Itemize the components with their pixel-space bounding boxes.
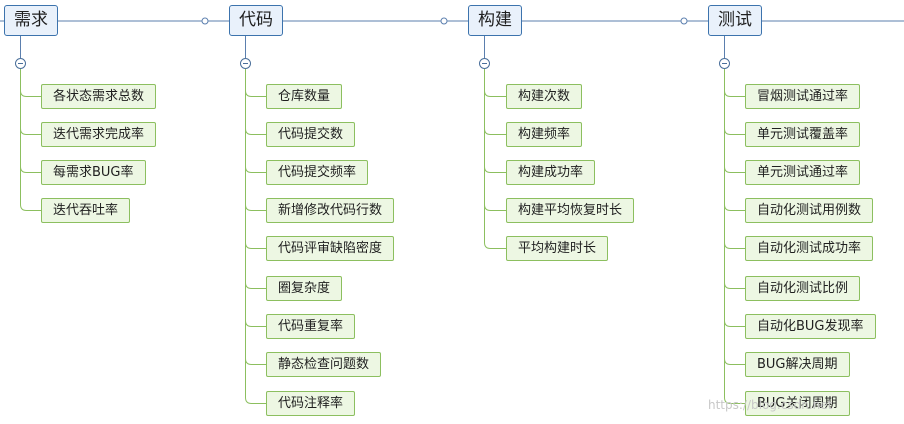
metric-item[interactable]: 平均构建时长 — [506, 236, 609, 261]
metric-item[interactable]: 新增修改代码行数 — [266, 198, 395, 223]
metric-item[interactable]: 代码提交数 — [266, 122, 356, 147]
metric-item[interactable]: 自动化BUG发现率 — [745, 314, 876, 339]
collapse-code-icon[interactable] — [240, 58, 251, 69]
metric-item[interactable]: 代码提交频率 — [266, 160, 369, 185]
metric-item[interactable]: 冒烟测试通过率 — [745, 84, 861, 109]
spine-connector-dot — [440, 17, 448, 25]
item-connector-line — [245, 69, 266, 404]
metric-item[interactable]: 迭代需求完成率 — [41, 122, 157, 147]
item-connector-line — [20, 69, 41, 211]
metric-item[interactable]: 自动化测试比例 — [745, 276, 861, 301]
spine-connector-dot — [680, 17, 688, 25]
topic-build[interactable]: 构建 — [468, 5, 522, 36]
item-connector-line — [484, 69, 506, 249]
metric-item[interactable]: BUG解决周期 — [745, 352, 850, 377]
metric-item[interactable]: 迭代吞吐率 — [41, 198, 131, 223]
metric-item[interactable]: 单元测试覆盖率 — [745, 122, 861, 147]
metric-item[interactable]: BUG关闭周期 — [745, 391, 850, 416]
metric-item[interactable]: 自动化测试成功率 — [745, 236, 874, 261]
topic-requirements[interactable]: 需求 — [4, 5, 58, 36]
metric-item[interactable]: 代码注释率 — [266, 391, 356, 416]
metric-item[interactable]: 自动化测试用例数 — [745, 198, 874, 223]
metric-item[interactable]: 静态检查问题数 — [266, 352, 382, 377]
metric-item[interactable]: 单元测试通过率 — [745, 160, 861, 185]
metric-item[interactable]: 圈复杂度 — [266, 276, 343, 301]
item-connector-line — [724, 69, 745, 404]
collapse-build-icon[interactable] — [479, 58, 490, 69]
metric-item[interactable]: 各状态需求总数 — [41, 84, 157, 109]
metric-item[interactable]: 每需求BUG率 — [41, 160, 146, 185]
metric-item[interactable]: 代码重复率 — [266, 314, 356, 339]
collapse-testing-icon[interactable] — [719, 58, 730, 69]
collapse-requirements-icon[interactable] — [15, 58, 26, 69]
metric-item[interactable]: 构建成功率 — [506, 160, 596, 185]
metric-item[interactable]: 构建频率 — [506, 122, 583, 147]
topic-code[interactable]: 代码 — [229, 5, 283, 36]
metric-item[interactable]: 代码评审缺陷密度 — [266, 236, 395, 261]
metric-item[interactable]: 构建次数 — [506, 84, 583, 109]
metric-item[interactable]: 仓库数量 — [266, 84, 343, 109]
topic-testing[interactable]: 测试 — [708, 5, 762, 36]
watermark: https://blog.csdn.net — [708, 398, 833, 412]
spine-connector-dot — [201, 17, 209, 25]
metric-item[interactable]: 构建平均恢复时长 — [506, 198, 635, 223]
